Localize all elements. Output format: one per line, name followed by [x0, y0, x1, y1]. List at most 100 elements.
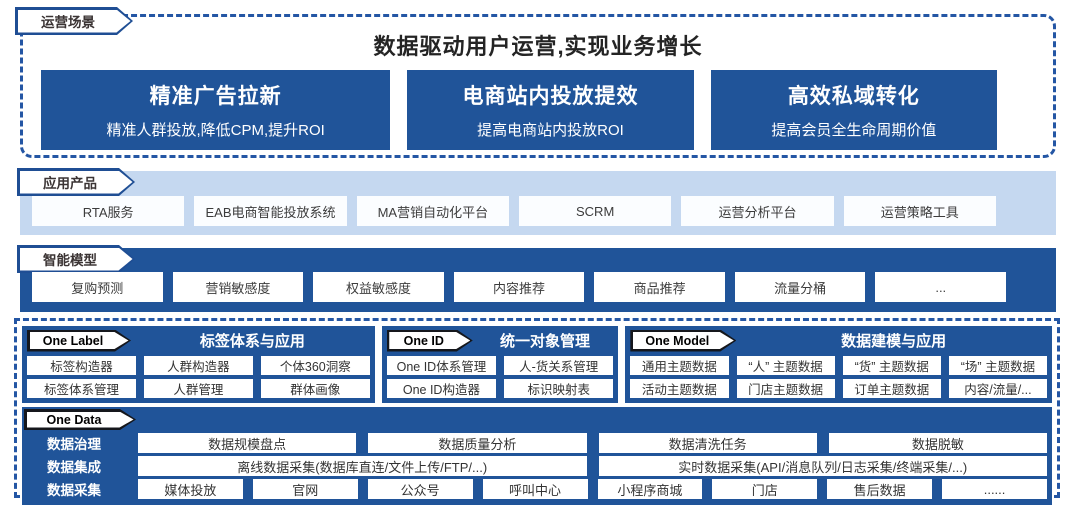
one-label-item: 人群管理 — [143, 379, 253, 398]
card-title: 电商站内投放提效 — [462, 85, 639, 108]
one-label-item: 标签体系管理 — [27, 379, 136, 398]
one-model-row-2: 活动主题数据 门店主题数据 订单主题数据 内容/流量/... — [630, 379, 1048, 398]
model-item-benefit-sensitivity: 权益敏感度 — [313, 272, 444, 302]
data-integration-label: 数据集成 — [47, 460, 101, 475]
tag-arrow-fill — [20, 248, 133, 271]
data-collection-label: 数据采集 — [47, 483, 101, 498]
one-model-item: 通用主题数据 — [630, 356, 729, 375]
one-data-block: One Data 数据治理 数据规模盘点 数据质量分析 数据清洗任务 数据脱敏 … — [22, 407, 1052, 505]
model-item-repurchase: 复购预测 — [32, 272, 163, 302]
product-list: RTA服务 EAB电商智能投放系统 MA营销自动化平台 SCRM 运营分析平台 … — [32, 196, 996, 226]
one-label-item: 标签构造器 — [27, 356, 136, 375]
collection-item-aftersales: 售后数据 — [827, 479, 933, 499]
data-integration-row: 数据集成 离线数据采集(数据库直连/文件上传/FTP/...) 实时数据采集(A… — [22, 456, 1047, 476]
page-title: 数据驱动用户运营,实现业务增长 — [373, 34, 703, 59]
tag-arrow-fill — [27, 412, 134, 428]
operation-scenarios-tag: 运营场景 — [15, 7, 133, 35]
application-products-tag: 应用产品 — [17, 168, 135, 196]
one-id-tag-label: One ID — [403, 333, 444, 348]
section-operation-scenarios: 运营场景 数据驱动用户运营,实现业务增长 精准广告拉新 精准人群投放,降低CPM… — [20, 14, 1056, 158]
one-label-tag: One Label — [27, 330, 131, 352]
one-id-item: One ID构造器 — [386, 379, 497, 398]
one-model-item: “场” 主题数据 — [948, 356, 1048, 375]
one-model-tag-label: One Model — [645, 333, 710, 348]
card-title: 高效私域转化 — [787, 85, 920, 108]
collection-item-store: 门店 — [712, 479, 818, 499]
governance-item: 数据质量分析 — [368, 433, 587, 453]
one-data-tag-label: One Data — [46, 412, 102, 427]
model-item-product-rec: 商品推荐 — [594, 272, 725, 302]
one-id-title: 统一对象管理 — [500, 333, 591, 350]
card-title: 精准广告拉新 — [149, 85, 282, 108]
one-model-item: 门店主题数据 — [736, 379, 835, 398]
model-item-traffic-bucket: 流量分桶 — [734, 272, 866, 302]
product-item-scrm: SCRM — [518, 196, 672, 226]
data-integration-items: 离线数据采集(数据库直连/文件上传/FTP/...) 实时数据采集(API/消息… — [138, 456, 1047, 476]
collection-item-call-center: 呼叫中心 — [482, 479, 588, 499]
governance-item: 数据脱敏 — [828, 433, 1047, 453]
model-item-marketing-sensitivity: 营销敏感度 — [172, 272, 304, 302]
scenario-card-ad-acquisition: 精准广告拉新 精准人群投放,降低CPM,提升ROI — [41, 70, 391, 150]
one-label-tag-label: One Label — [42, 333, 104, 348]
collection-item-website: 官网 — [252, 479, 358, 499]
model-item-more: ... — [875, 272, 1007, 302]
integration-item-offline: 离线数据采集(数据库直连/文件上传/FTP/...) — [138, 456, 587, 476]
product-item-ma: MA营销自动化平台 — [356, 196, 509, 226]
one-label-row-2: 标签体系管理 人群管理 群体画像 — [27, 379, 370, 398]
tag-arrow-fill — [20, 171, 133, 194]
one-id-row-2: One ID构造器 标识映射表 — [386, 379, 614, 398]
tag-arrow-fill — [30, 332, 129, 349]
card-subtitle: 提高会员全生命周期价值 — [771, 122, 937, 139]
one-platform-row: One Label 标签体系与应用 标签构造器 人群构造器 个体360洞察 标签… — [22, 326, 1052, 403]
card-subtitle: 精准人群投放,降低CPM,提升ROI — [106, 122, 325, 139]
operation-scenarios-tag-label: 运营场景 — [41, 15, 95, 30]
one-label-item: 个体360洞察 — [260, 356, 370, 375]
one-label-row-1: 标签构造器 人群构造器 个体360洞察 — [27, 356, 370, 375]
data-collection-items: 媒体投放 官网 公众号 呼叫中心 小程序商城 门店 售后数据 ...... — [138, 479, 1047, 499]
one-data-tag-row: One Data — [22, 409, 1047, 430]
collection-item-mini-program: 小程序商城 — [597, 479, 703, 499]
intelligent-models-tag: 智能模型 — [17, 245, 135, 273]
data-governance-items: 数据规模盘点 数据质量分析 数据清洗任务 数据脱敏 — [138, 433, 1047, 453]
model-list: 复购预测 营销敏感度 权益敏感度 内容推荐 商品推荐 流量分桶 ... — [32, 272, 1007, 302]
scenario-card-onsite-ads: 电商站内投放提效 提高电商站内投放ROI — [407, 70, 694, 150]
intelligent-models-tag-label: 智能模型 — [43, 253, 97, 268]
collection-item-more: ...... — [942, 479, 1047, 499]
one-label-header: One Label 标签体系与应用 — [27, 329, 370, 352]
one-label-block: One Label 标签体系与应用 标签构造器 人群构造器 个体360洞察 标签… — [22, 326, 375, 403]
collection-item-official-account: 公众号 — [367, 479, 473, 499]
integration-item-realtime: 实时数据采集(API/消息队列/日志采集/终端采集/...) — [598, 456, 1047, 476]
one-id-item: 标识映射表 — [504, 379, 614, 398]
collection-item-media: 媒体投放 — [138, 479, 243, 499]
one-model-title: 数据建模与应用 — [841, 333, 947, 350]
scenario-card-private-domain: 高效私域转化 提高会员全生命周期价值 — [710, 70, 997, 150]
one-label-title: 标签体系与应用 — [199, 333, 305, 350]
one-id-tag: One ID — [387, 330, 473, 352]
product-item-rta: RTA服务 — [32, 196, 185, 226]
data-collection-row: 数据采集 媒体投放 官网 公众号 呼叫中心 小程序商城 门店 售后数据 ....… — [22, 479, 1047, 499]
one-model-block: One Model 数据建模与应用 通用主题数据 “人” 主题数据 “货” 主题… — [625, 326, 1052, 403]
section-intelligent-models: 智能模型 复购预测 营销敏感度 权益敏感度 内容推荐 商品推荐 流量分桶 ... — [20, 248, 1056, 312]
application-products-tag-label: 应用产品 — [43, 176, 97, 191]
one-id-item: 人-货关系管理 — [504, 356, 614, 375]
governance-item: 数据清洗任务 — [598, 433, 817, 453]
one-model-item: “货” 主题数据 — [842, 356, 941, 375]
one-id-row-1: One ID体系管理 人-货关系管理 — [386, 356, 614, 375]
data-governance-label: 数据治理 — [47, 437, 101, 452]
one-model-item: 活动主题数据 — [630, 379, 729, 398]
tag-arrow-fill — [18, 10, 131, 33]
one-model-tag: One Model — [630, 330, 736, 352]
one-data-tag: One Data — [24, 409, 136, 430]
product-item-eab: EAB电商智能投放系统 — [194, 196, 347, 226]
tag-arrow-fill — [389, 332, 470, 349]
one-id-block: One ID 统一对象管理 One ID体系管理 人-货关系管理 One ID构… — [381, 326, 619, 403]
one-label-item: 人群构造器 — [143, 356, 253, 375]
data-governance-row: 数据治理 数据规模盘点 数据质量分析 数据清洗任务 数据脱敏 — [22, 433, 1047, 453]
governance-item: 数据规模盘点 — [138, 433, 357, 453]
model-item-content-rec: 内容推荐 — [453, 272, 585, 302]
one-label-item: 群体画像 — [260, 379, 370, 398]
one-model-header: One Model 数据建模与应用 — [630, 329, 1047, 352]
one-model-item: “人” 主题数据 — [736, 356, 835, 375]
one-model-item: 内容/流量/... — [948, 379, 1048, 398]
